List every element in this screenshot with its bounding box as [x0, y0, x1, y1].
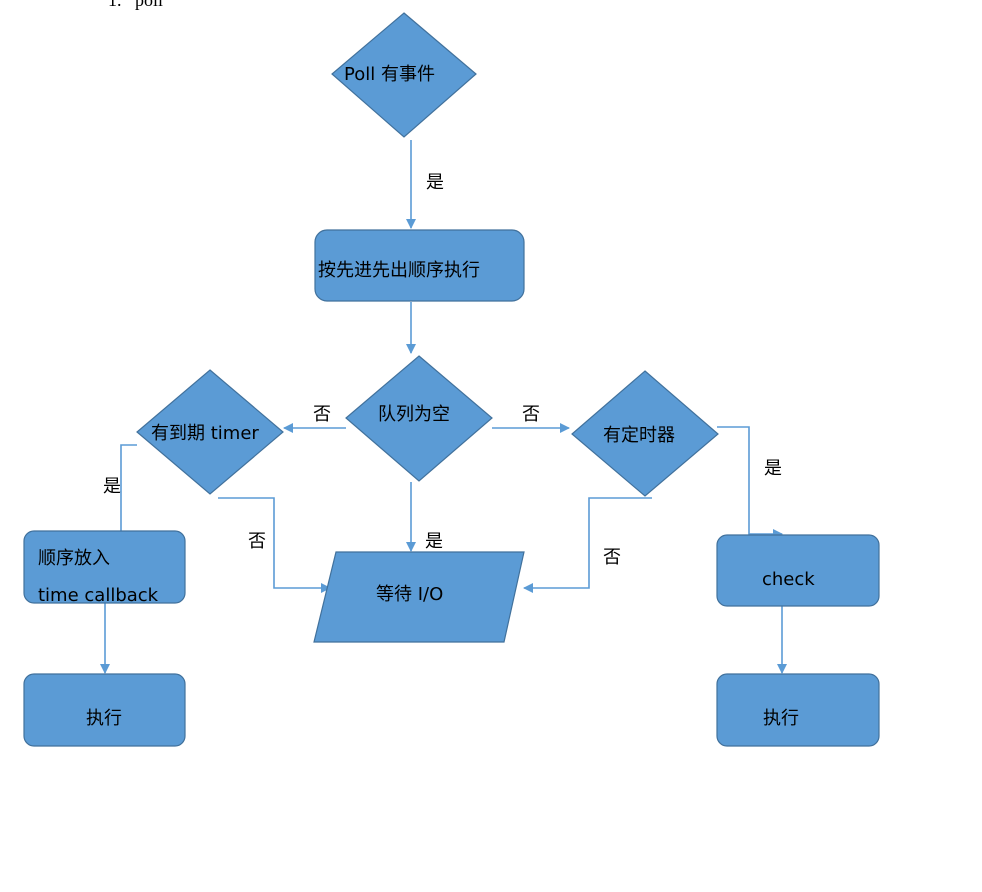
node-label: Poll 有事件	[344, 64, 435, 85]
node-queue-empty: 队列为空	[345, 355, 493, 482]
edge-label-poll-to-fifo: 是	[426, 172, 444, 193]
node-label: 执行	[86, 708, 122, 729]
edge-timer-to-check	[717, 426, 783, 539]
diamond-shape	[571, 370, 719, 497]
edge-labels: 是 否 否 是 是 否 否 是	[103, 172, 782, 568]
heading-text: poll	[135, 0, 164, 10]
node-check: check	[716, 534, 880, 607]
node-label: 执行	[763, 708, 799, 729]
edge-label-queue-to-wait: 是	[425, 531, 443, 552]
rounded-rect-shape	[716, 673, 880, 747]
rounded-rect-shape	[716, 534, 880, 607]
edge-label-expired-to-wait: 否	[248, 531, 266, 552]
edge-expired-to-enqueue	[120, 444, 137, 531]
edge-expired-to-wait	[218, 497, 331, 593]
node-label-line1: 顺序放入	[38, 548, 110, 569]
rounded-rect-shape	[23, 530, 186, 604]
node-label: 队列为空	[378, 404, 450, 425]
node-label: 有定时器	[603, 425, 675, 446]
node-label: check	[762, 569, 815, 590]
node-label: 有到期 timer	[151, 423, 259, 444]
node-execute-fifo: 按先进先出顺序执行	[314, 229, 525, 302]
rounded-rect-shape	[23, 673, 186, 747]
parallelogram-shape	[313, 551, 525, 643]
edge-label-queue-to-expired: 否	[313, 404, 331, 425]
rounded-rect-shape	[314, 229, 525, 302]
node-label: 等待 I/O	[376, 584, 443, 605]
edge-timer-to-wait	[523, 497, 652, 593]
node-has-timer: 有定时器	[571, 370, 719, 497]
node-poll-has-events: Poll 有事件	[331, 12, 477, 138]
section-heading: 1. poll	[108, 0, 163, 11]
node-label: 按先进先出顺序执行	[318, 260, 480, 281]
edge-label-timer-to-wait: 否	[603, 547, 621, 568]
node-wait-io: 等待 I/O	[313, 551, 525, 643]
heading-number: 1.	[108, 0, 122, 10]
node-label-line2: time callback	[38, 585, 159, 606]
edge-label-queue-to-timer: 否	[522, 404, 540, 425]
node-expired-timer: 有到期 timer	[136, 369, 284, 495]
edge-label-expired-to-enqueue: 是	[103, 476, 121, 497]
connectors	[100, 140, 787, 674]
edge-label-timer-to-check: 是	[764, 458, 782, 479]
diamond-shape	[331, 12, 477, 138]
node-execute-left: 执行	[23, 673, 186, 747]
node-execute-right: 执行	[716, 673, 880, 747]
diamond-shape	[345, 355, 493, 482]
node-enqueue-callback: 顺序放入 time callback	[23, 530, 186, 606]
diamond-shape	[136, 369, 284, 495]
